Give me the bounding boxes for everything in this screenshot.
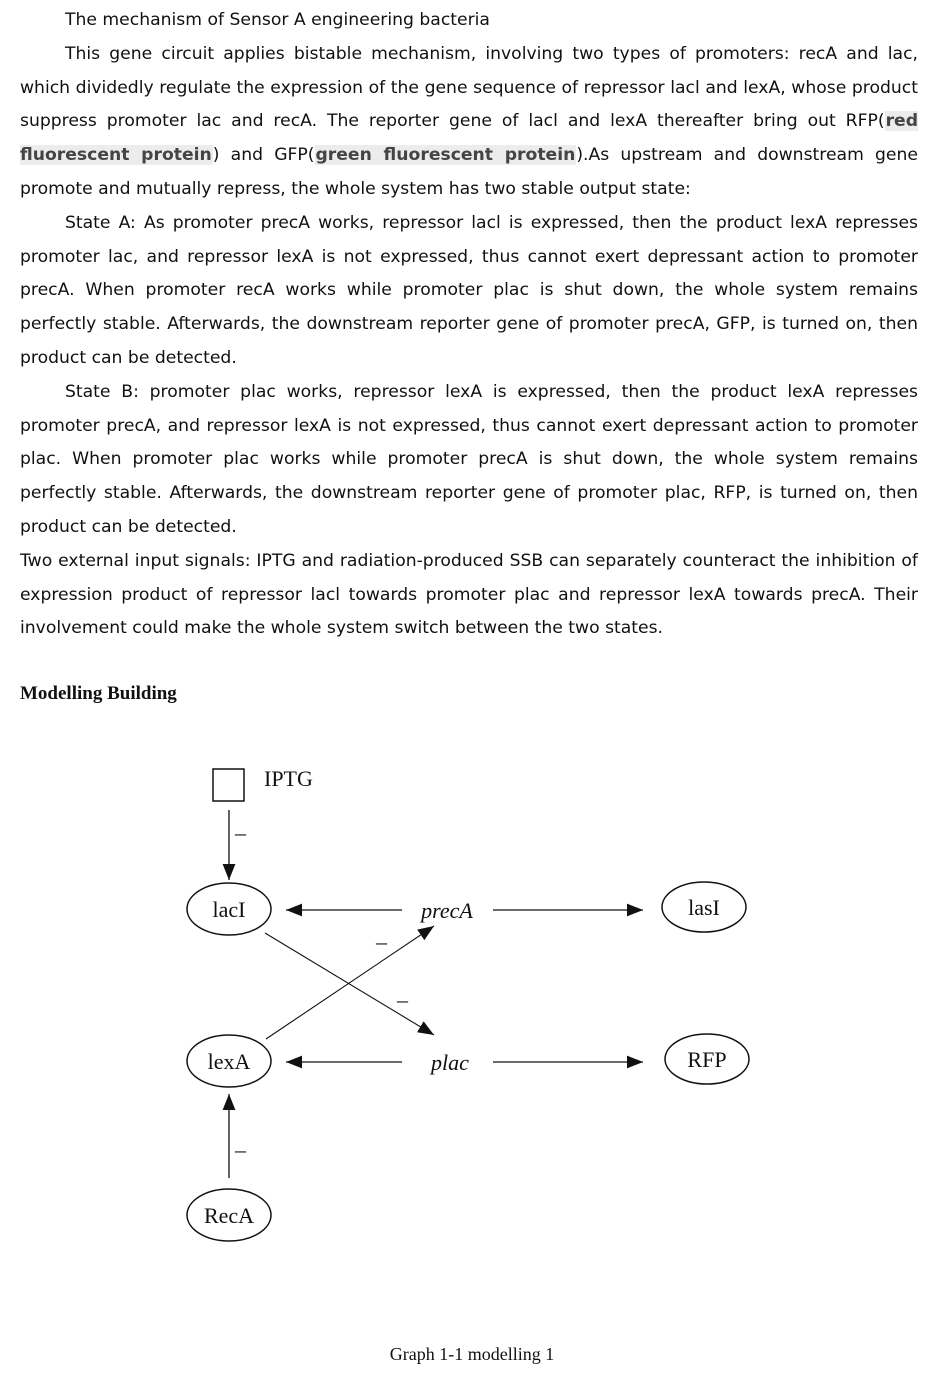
minus-sign: –: [396, 987, 409, 1012]
section-title: The mechanism of Sensor A engineering ba…: [65, 10, 490, 30]
reca-node: [186, 1188, 272, 1242]
paragraph-intro: This gene circuit applies bistable mecha…: [20, 38, 918, 207]
paragraph-inputs: Two external input signals: IPTG and rad…: [20, 550, 918, 639]
preca-label: precA: [419, 898, 473, 923]
intro-text-a: This gene circuit applies bistable mecha…: [20, 43, 918, 132]
laci-to-plac-arrow: [264, 932, 435, 1036]
iptg-label: IPTG: [264, 766, 313, 791]
body-text: The mechanism of Sensor A engineering ba…: [20, 4, 918, 646]
reca-label: RecA: [204, 1203, 254, 1228]
rfp-node: [664, 1033, 750, 1085]
minus-sign: –: [375, 929, 388, 954]
intro-text-c: ).As upstream and downstream gene promot…: [20, 145, 918, 199]
minus-sign: –: [234, 820, 247, 845]
gfp-highlight: green fluorescent protein: [314, 145, 577, 166]
paragraph-state-a: State A: As promoter precA works, repres…: [20, 212, 918, 368]
iptg-box: [212, 768, 245, 802]
lexa-to-preca-arrow: [265, 925, 435, 1040]
minus-sign: –: [234, 1137, 247, 1162]
lasi-node: [661, 881, 747, 933]
lexa-node: [186, 1034, 272, 1088]
gene-circuit-diagram: IPTG – lacI precA lasI – – lexA plac RFP…: [186, 766, 750, 1242]
paragraph-state-b: State B: promoter plac works, repressor …: [20, 381, 918, 537]
figure-caption: Graph 1-1 modelling 1: [389, 1344, 555, 1364]
laci-label: lacI: [213, 897, 246, 922]
lasi-label: lasI: [688, 895, 720, 920]
intro-text-b: ) and GFP(: [212, 145, 315, 166]
section-heading: Modelling Building: [20, 683, 177, 704]
rfp-label: RFP: [687, 1047, 726, 1072]
plac-label: plac: [429, 1050, 469, 1075]
laci-node: [186, 882, 272, 936]
lexa-label: lexA: [208, 1049, 251, 1074]
